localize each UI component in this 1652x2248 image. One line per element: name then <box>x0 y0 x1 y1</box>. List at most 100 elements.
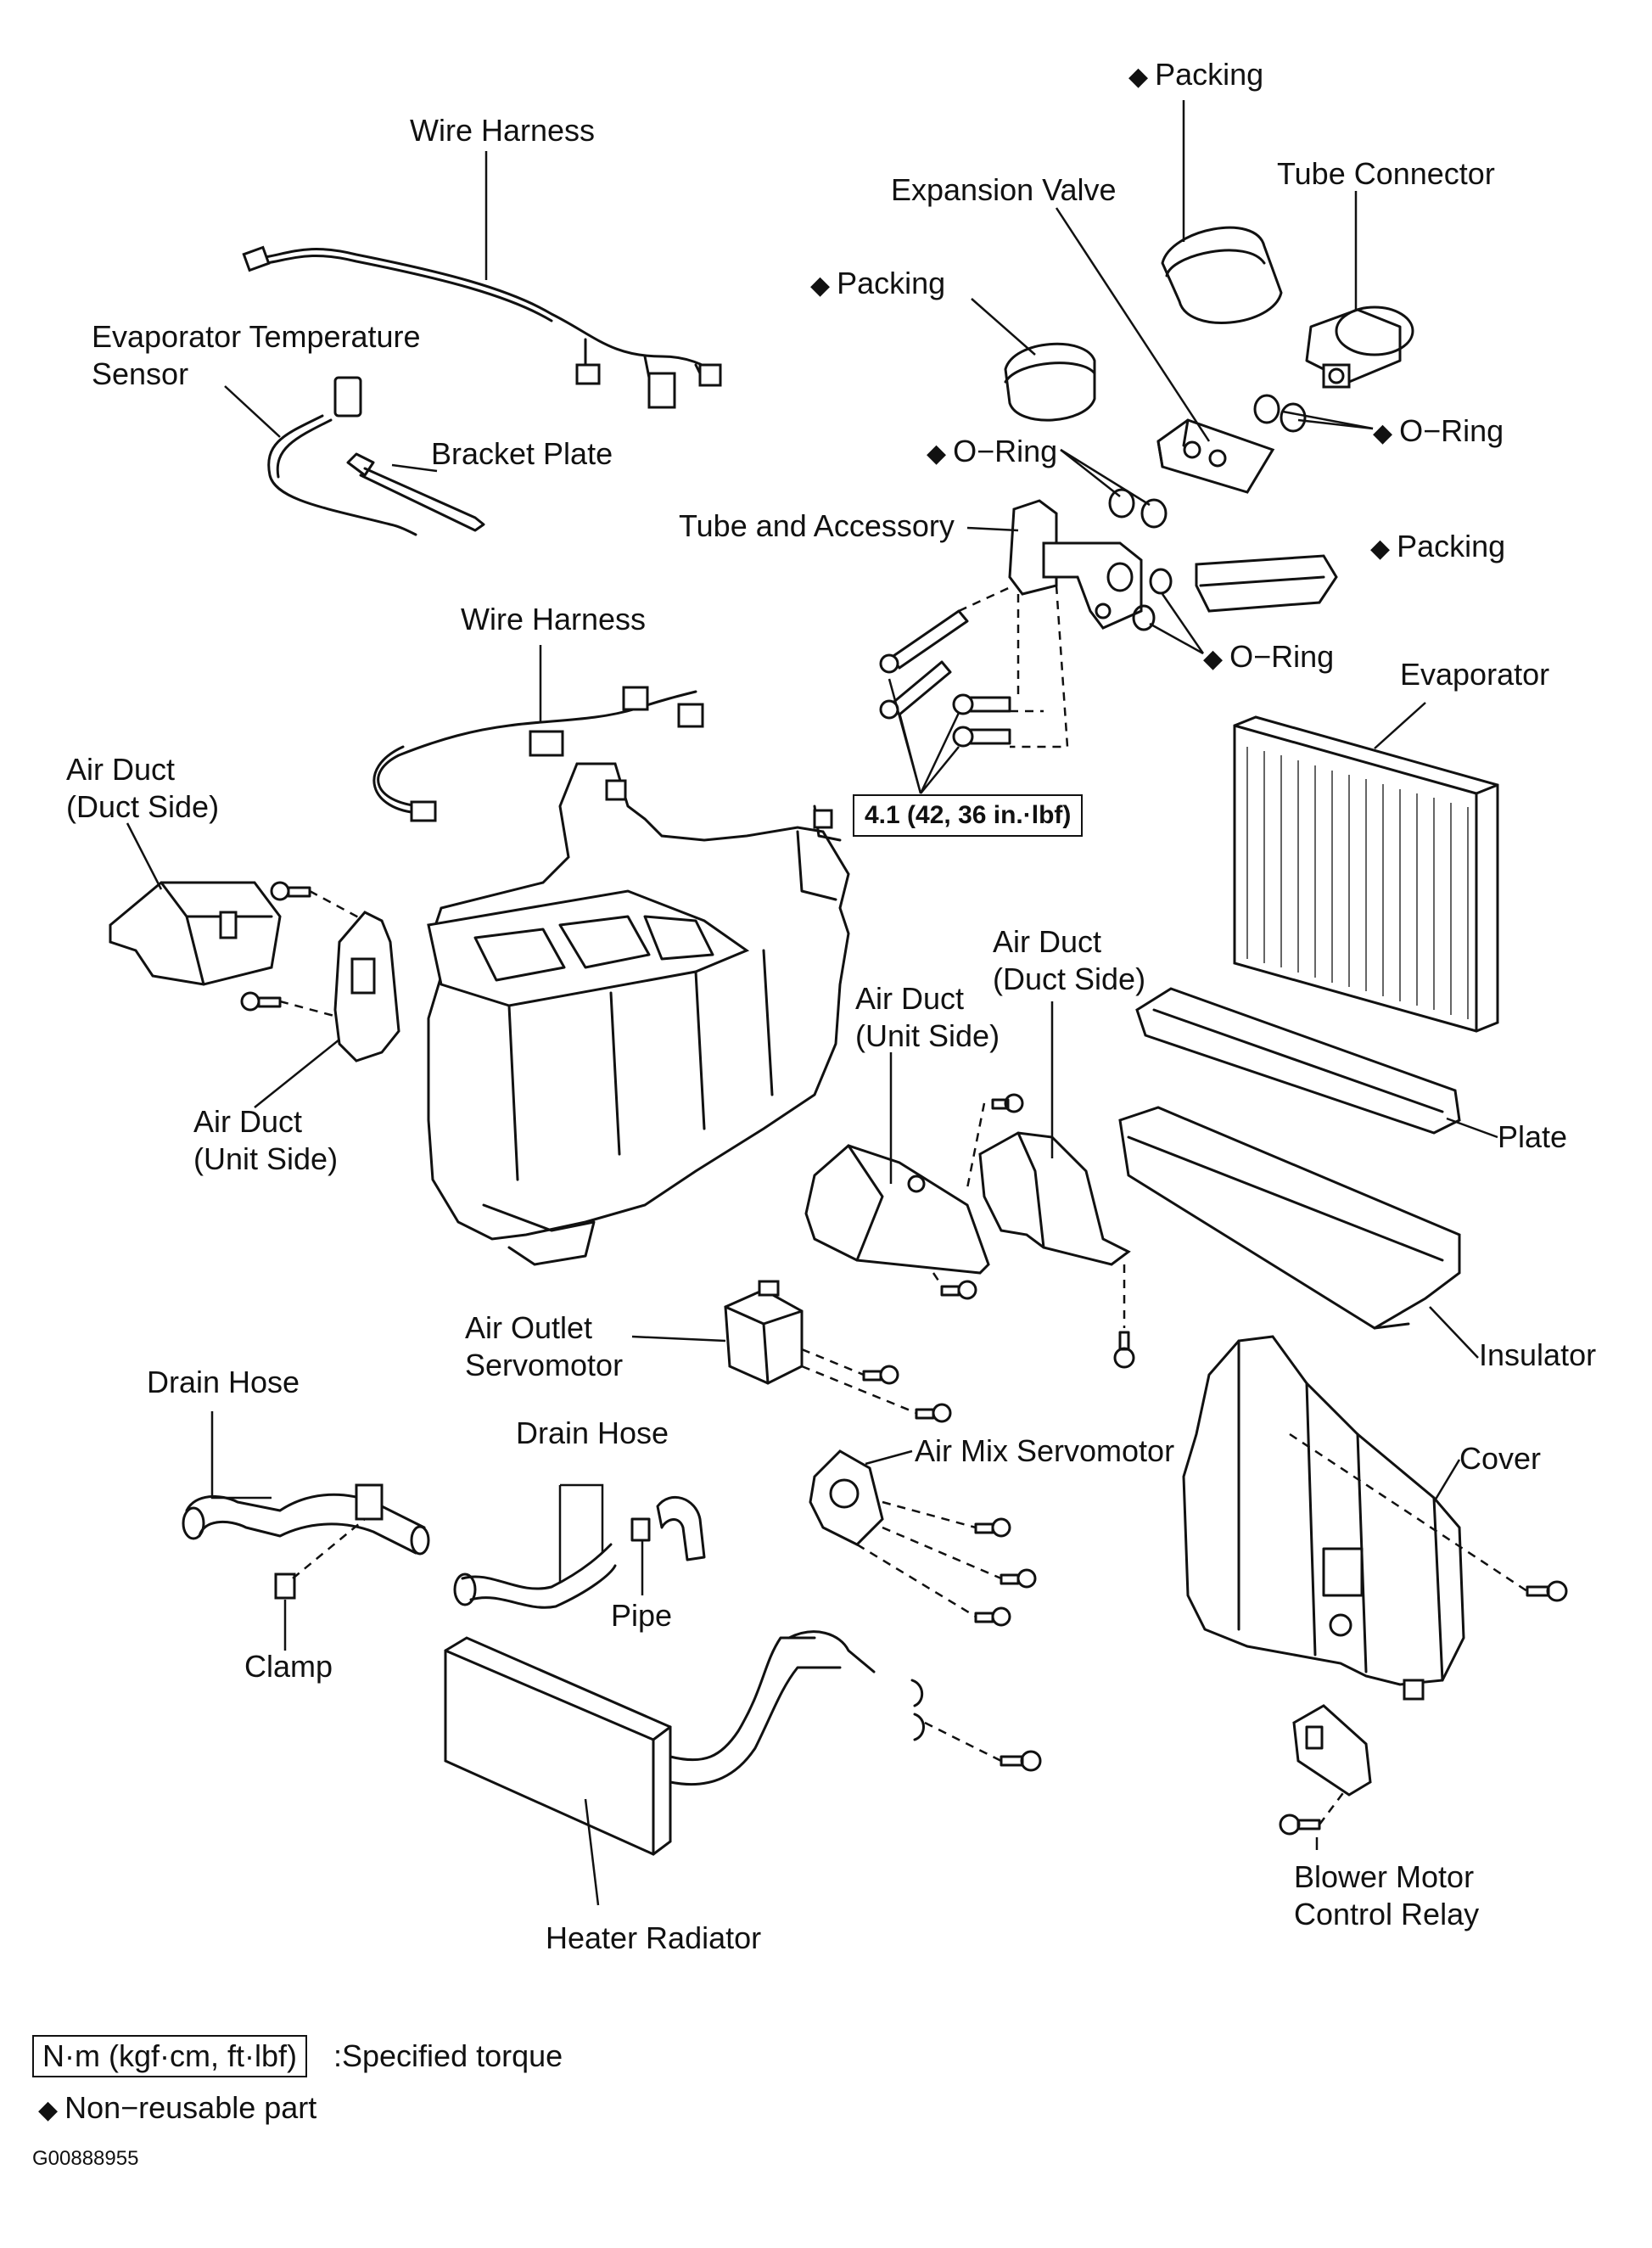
label-evap-temp-sensor: Evaporator Temperature Sensor <box>92 319 421 391</box>
packing-left-part <box>1004 342 1096 422</box>
dash-tube-bolts <box>958 584 1069 748</box>
dash-air-duct-left <box>279 889 366 1020</box>
leader-torque <box>888 678 960 794</box>
leader-expansion-valve <box>1055 207 1211 442</box>
leader-tube-accessory <box>966 526 1019 532</box>
dash-clip <box>924 1721 1002 1763</box>
air-duct-duct-side-right-part <box>978 1131 1131 1266</box>
screw-part <box>1526 1580 1568 1602</box>
o-ring-left-part <box>1108 488 1168 529</box>
label-insulator: Insulator <box>1479 1337 1597 1372</box>
air-duct-unit-side-left-part <box>333 911 400 1062</box>
drain-hose-mid-part <box>453 1495 706 1609</box>
insulator-part <box>1118 1106 1461 1330</box>
drain-hose-left-part <box>182 1483 430 1556</box>
torque-spec-box: 4.1 (42, 36 in.·lbf) <box>853 794 1084 837</box>
legend-torque-desc: :Specified torque <box>333 2038 563 2073</box>
pipe-part <box>630 1517 651 1542</box>
label-drain-hose-mid: Drain Hose <box>516 1416 669 1450</box>
screw-part <box>240 881 311 1012</box>
leader-cover <box>1432 1459 1461 1503</box>
dash-air-duct-mid <box>932 1102 986 1287</box>
leader-drain-hose-mid <box>558 1483 604 1583</box>
bracket-plate-part <box>346 452 485 532</box>
tube-bolts-part <box>879 609 1011 748</box>
heater-radiator-part <box>444 1630 876 1856</box>
legend-non-reusable: ◆Non−reusable part <box>38 2090 317 2125</box>
label-tube-connector: Tube Connector <box>1277 156 1495 191</box>
dash-air-mix-servo <box>856 1500 1002 1618</box>
leader-air-mix-servo <box>865 1449 913 1466</box>
screw-part <box>862 1365 952 1423</box>
leader-heater-radiator <box>584 1798 600 1906</box>
air-duct-duct-side-left-part <box>109 881 282 986</box>
leader-drain-hose-left <box>210 1411 272 1500</box>
packing-right-part <box>1195 554 1338 613</box>
label-o-ring-left: ◆O−Ring <box>927 434 1058 468</box>
label-tube-accessory: Tube and Accessory <box>679 508 955 543</box>
expansion-valve-part <box>1156 418 1275 494</box>
label-heater-radiator: Heater Radiator <box>546 1920 762 1955</box>
dash-blower-relay <box>1319 1790 1346 1825</box>
screw-part <box>1279 1814 1321 1836</box>
blower-relay-part <box>1292 1704 1372 1797</box>
leader-insulator <box>1429 1306 1479 1359</box>
label-clamp: Clamp <box>244 1649 333 1684</box>
leader-air-outlet-servo <box>631 1335 726 1343</box>
label-air-duct-unit-side-mid: Air Duct (Unit Side) <box>855 981 1000 1053</box>
tube-accessory-part <box>1008 499 1143 630</box>
wire-harness-top-part <box>242 245 722 409</box>
leader-o-ring-right-b <box>1282 410 1374 430</box>
plate-part <box>1135 987 1461 1135</box>
evaporator-part <box>1233 715 1499 1033</box>
dash-clamp <box>292 1518 366 1579</box>
figure-code: G00888955 <box>32 2147 139 2170</box>
label-air-duct-duct-side-left: Air Duct (Duct Side) <box>66 752 220 824</box>
label-air-duct-unit-side-left: Air Duct (Unit Side) <box>193 1104 339 1176</box>
label-drain-hose-left: Drain Hose <box>147 1365 300 1399</box>
evap-temp-sensor-part <box>267 376 417 536</box>
dash-air-outlet-servo <box>801 1348 917 1415</box>
leader-o-ring-lower-b <box>1149 622 1204 655</box>
screw-part <box>940 1093 1024 1300</box>
label-air-outlet-servo: Air Outlet Servomotor <box>465 1310 624 1382</box>
label-bracket-plate: Bracket Plate <box>431 436 613 471</box>
dash-cover <box>1289 1432 1528 1593</box>
wire-harness-mid-part <box>372 686 704 822</box>
o-ring-right-part <box>1253 394 1307 433</box>
leader-o-ring-lower-a <box>1161 593 1205 654</box>
leader-air-duct-duct-side-left <box>126 822 163 890</box>
clip-part <box>910 1679 1042 1772</box>
air-outlet-servo-part <box>724 1280 804 1385</box>
label-blower-relay: Blower Motor Control Relay <box>1294 1859 1480 1931</box>
screw-part <box>974 1517 1037 1627</box>
air-mix-servo-part <box>809 1449 884 1546</box>
label-air-mix-servo: Air Mix Servomotor <box>915 1433 1175 1468</box>
label-evaporator: Evaporator <box>1400 657 1550 692</box>
clamp-part <box>274 1572 296 1600</box>
air-duct-unit-side-mid-part <box>804 1144 990 1275</box>
cover-part <box>1182 1335 1465 1701</box>
leader-o-ring-left-a <box>1060 449 1121 497</box>
label-air-duct-duct-side-right: Air Duct (Duct Side) <box>993 924 1146 996</box>
leader-air-duct-unit-side-left <box>254 1039 340 1108</box>
leader-evap-sensor <box>224 385 281 438</box>
o-ring-lower-part <box>1132 568 1173 631</box>
leader-o-ring-left-b <box>1060 448 1151 507</box>
label-pipe: Pipe <box>611 1598 673 1633</box>
label-wire-harness-mid: Wire Harness <box>461 602 647 636</box>
leader-evaporator <box>1374 702 1426 749</box>
label-wire-harness-top: Wire Harness <box>410 113 596 148</box>
label-packing-right: ◆Packing <box>1370 529 1506 563</box>
label-o-ring-right: ◆O−Ring <box>1373 413 1504 448</box>
label-plate: Plate <box>1498 1119 1568 1154</box>
label-packing-left: ◆Packing <box>810 266 946 300</box>
label-o-ring-lower: ◆O−Ring <box>1203 639 1335 674</box>
packing-top-part <box>1161 226 1283 324</box>
tube-connector-part <box>1305 306 1414 389</box>
label-cover: Cover <box>1459 1441 1542 1476</box>
label-expansion-valve: Expansion Valve <box>891 172 1117 207</box>
label-packing-top: ◆Packing <box>1128 57 1264 92</box>
leader-bracket-plate <box>391 463 438 473</box>
